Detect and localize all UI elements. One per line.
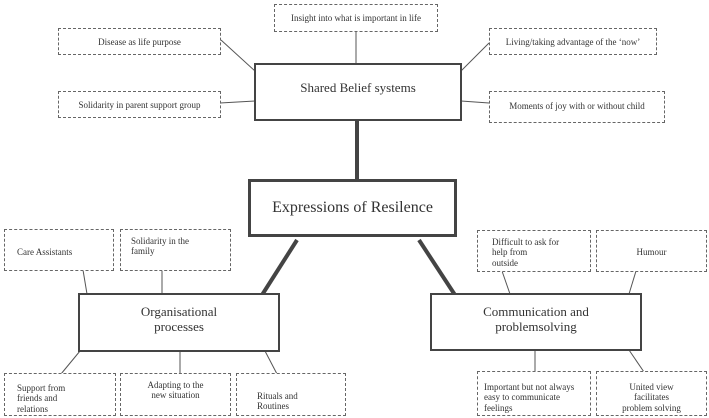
connector-belief-now	[460, 42, 490, 72]
node-joy: Moments of joy with or without child	[489, 91, 665, 123]
connector-comm-united	[628, 349, 645, 373]
connector-center-organisational	[260, 238, 299, 297]
node-now-label: Living/taking advantage of the ‘now’	[505, 37, 641, 47]
connector-org-support	[60, 350, 81, 375]
connector-org-care	[82, 269, 88, 295]
node-disease: Disease as life purpose	[58, 28, 221, 55]
node-family: Solidarity in the family	[120, 229, 231, 271]
node-rituals-label: Rituals and Routines	[257, 391, 298, 412]
connector-center-communication	[417, 238, 457, 297]
node-rituals: Rituals and Routines	[236, 373, 346, 416]
node-joy-label: Moments of joy with or without child	[509, 101, 645, 111]
connector-comm-humour	[628, 270, 637, 295]
node-humour-label: Humour	[636, 247, 667, 257]
hub-communication: Communication and problemsolving	[430, 293, 642, 351]
connector-belief-joy	[460, 100, 490, 104]
hub-organisational: Organisational processes	[78, 293, 280, 352]
node-united-label: United view facilitates problem solving	[622, 382, 681, 413]
node-disease-label: Disease as life purpose	[98, 37, 181, 47]
connector-belief-disease	[220, 39, 256, 72]
connector-belief-solidarity	[219, 100, 256, 104]
node-solidarity-group-label: Solidarity in parent support group	[78, 100, 201, 110]
hub-communication-label: Communication and problemsolving	[483, 304, 589, 334]
center-node: Expressions of Resilence	[248, 179, 457, 237]
node-family-label: Solidarity in the family	[131, 236, 189, 257]
node-solidarity-group: Solidarity in parent support group	[58, 91, 221, 118]
node-adapting-label: Adapting to the new situation	[147, 380, 204, 401]
hub-belief-label: Shared Belief systems	[300, 80, 416, 95]
node-important: Important but not always easy to communi…	[477, 371, 591, 416]
node-care-label: Care Assistants	[17, 247, 73, 257]
node-support-label: Support from friends and relations	[17, 383, 66, 414]
node-united: United view facilitates problem solving	[596, 371, 707, 416]
node-insight: Insight into what is important in life	[274, 4, 438, 32]
hub-belief: Shared Belief systems	[254, 63, 462, 121]
node-insight-label: Insight into what is important in life	[291, 13, 421, 23]
node-important-label: Important but not always easy to communi…	[484, 382, 575, 413]
connector-org-rituals	[264, 350, 278, 375]
node-now: Living/taking advantage of the ‘now’	[489, 28, 657, 55]
node-humour: Humour	[596, 230, 707, 272]
center-label: Expressions of Resilence	[272, 199, 433, 216]
node-difficult-label: Difficult to ask for help from outside	[492, 237, 560, 268]
node-difficult: Difficult to ask for help from outside	[477, 230, 591, 272]
hub-organisational-label: Organisational processes	[140, 304, 218, 334]
connector-comm-difficult	[501, 270, 511, 295]
node-support: Support from friends and relations	[4, 373, 116, 416]
node-care: Care Assistants	[4, 229, 114, 271]
node-adapting: Adapting to the new situation	[120, 373, 231, 416]
